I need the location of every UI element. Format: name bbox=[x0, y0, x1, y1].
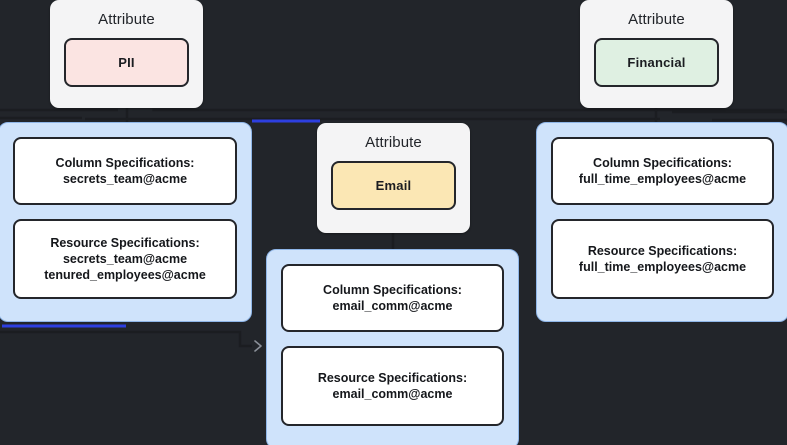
spec-node-label: Resource Specifications: bbox=[50, 236, 200, 250]
edge-left-to-center-arrow bbox=[200, 330, 252, 348]
spec-node-label: Resource Specifications: bbox=[317, 371, 468, 385]
spec-node-label: Column Specifications: bbox=[55, 156, 195, 170]
spec-node-resource-specifications[interactable]: Resource Specifications: secrets_team@ac… bbox=[13, 219, 237, 299]
attribute-chip-pii[interactable]: PII bbox=[64, 38, 189, 87]
attribute-card-title: Attribute bbox=[628, 11, 685, 28]
attribute-chip-email[interactable]: Email bbox=[331, 161, 456, 210]
attribute-card-pii[interactable]: Attribute PII bbox=[50, 0, 203, 108]
attribute-card-title: Attribute bbox=[365, 134, 422, 151]
spec-node-target: secrets_team@acme bbox=[62, 172, 188, 186]
spec-node-target: email_comm@acme bbox=[332, 299, 453, 313]
spec-node-resource-specifications[interactable]: Resource Specifications: full_time_emplo… bbox=[551, 219, 774, 299]
spec-node-column-specifications[interactable]: Column Specifications: email_comm@acme bbox=[281, 264, 504, 332]
group-box-secrets-team[interactable]: Column Specifications: secrets_team@acme… bbox=[0, 122, 252, 322]
spec-node-resource-specifications[interactable]: Resource Specifications: email_comm@acme bbox=[281, 346, 504, 426]
spec-node-target: tenured_employees@acme bbox=[44, 268, 206, 282]
spec-node-label: Column Specifications: bbox=[593, 156, 732, 170]
chevron-arrow-icon bbox=[254, 340, 262, 352]
spec-node-column-specifications[interactable]: Column Specifications: full_time_employe… bbox=[551, 137, 774, 205]
spec-node-label: Resource Specifications: bbox=[587, 244, 738, 258]
spec-node-column-specifications[interactable]: Column Specifications: secrets_team@acme bbox=[13, 137, 237, 205]
attribute-card-email[interactable]: Attribute Email bbox=[317, 123, 470, 233]
attribute-card-title: Attribute bbox=[98, 11, 155, 28]
spec-node-target: full_time_employees@acme bbox=[578, 260, 747, 274]
attribute-card-financial[interactable]: Attribute Financial bbox=[580, 0, 733, 108]
group-box-email-comm[interactable]: Column Specifications: email_comm@acme R… bbox=[266, 249, 519, 445]
spec-node-target: full_time_employees@acme bbox=[578, 172, 747, 186]
spec-node-target: secrets_team@acme bbox=[62, 252, 188, 266]
attribute-chip-financial[interactable]: Financial bbox=[594, 38, 719, 87]
spec-node-target: email_comm@acme bbox=[332, 387, 453, 401]
spec-node-label: Column Specifications: bbox=[323, 283, 462, 297]
group-box-full-time-employees[interactable]: Column Specifications: full_time_employe… bbox=[536, 122, 787, 322]
